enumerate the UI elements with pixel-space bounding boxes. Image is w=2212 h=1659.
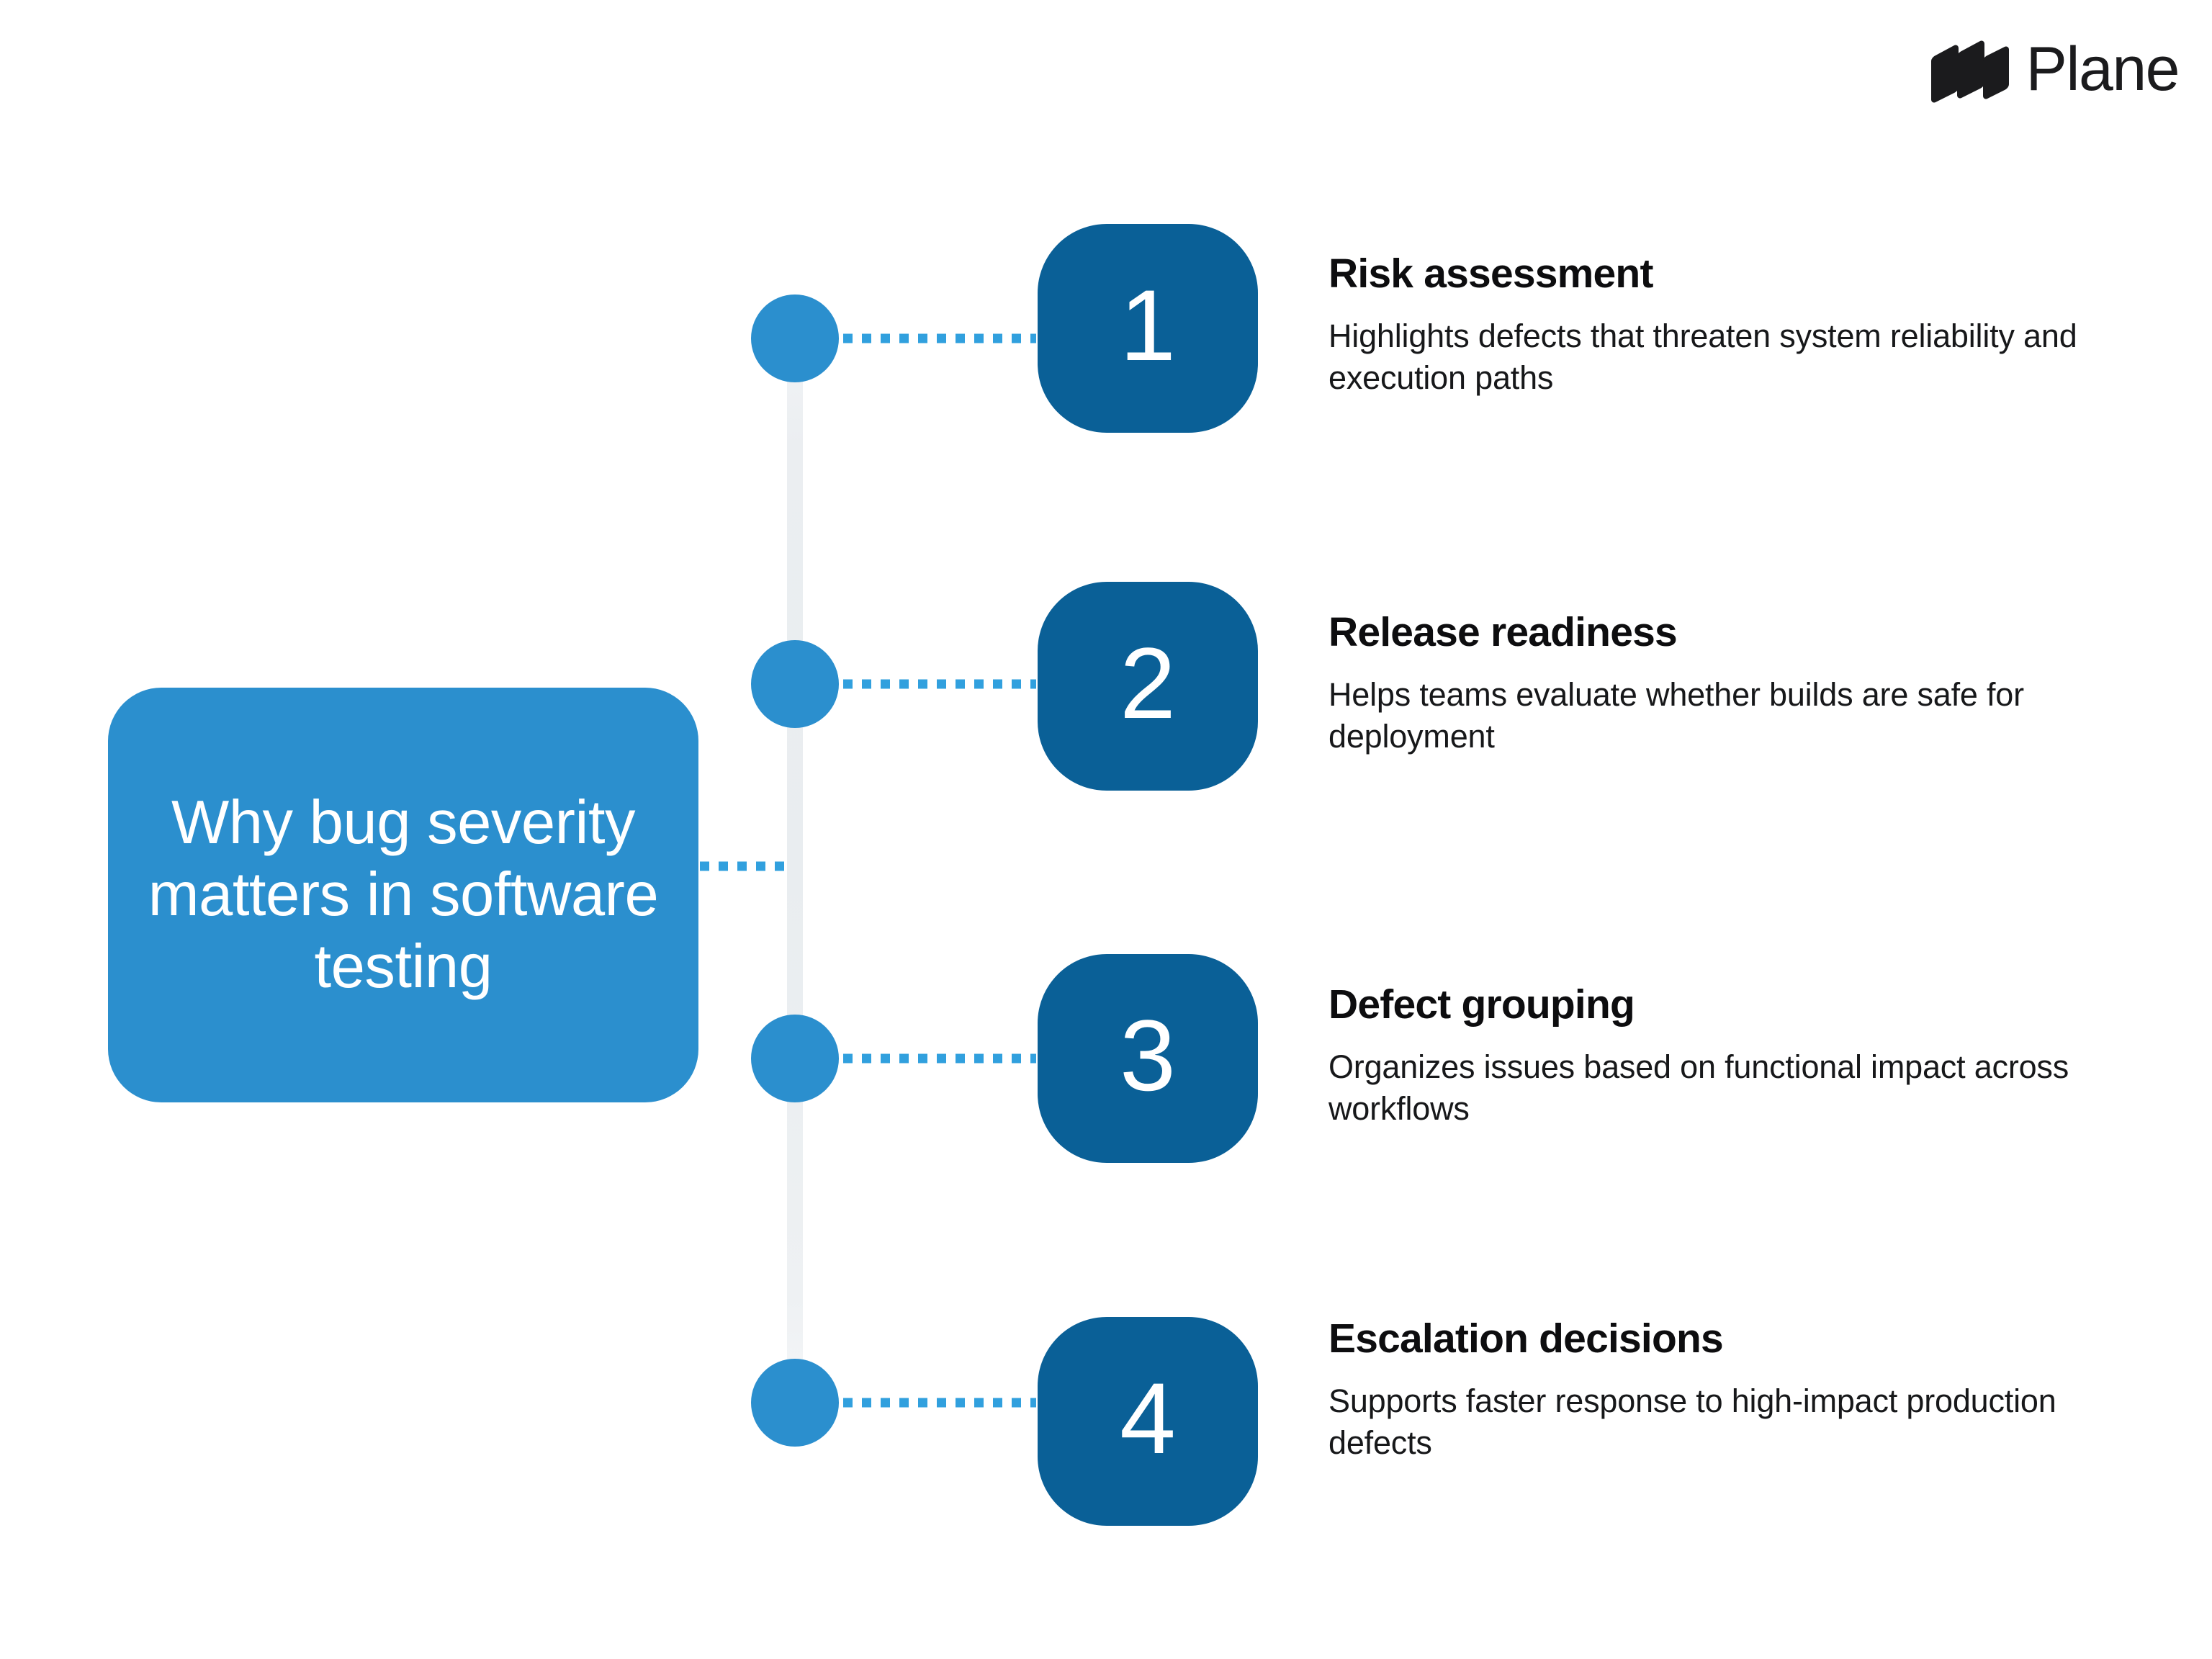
title-card-text: Why bug severity matters in software tes…	[148, 788, 659, 1002]
connector-node-3	[843, 1053, 1036, 1064]
timeline-item-4: Escalation decisions Supports faster res…	[1328, 1316, 2113, 1465]
timeline-node-1	[751, 295, 839, 382]
timeline-item-1: Risk assessment Highlights defects that …	[1328, 251, 2113, 400]
timeline-item-title-2: Release readiness	[1328, 609, 1678, 655]
timeline-item-description-1: Highlights defects that threaten system …	[1328, 317, 2077, 397]
number-badge-4: 4	[1038, 1317, 1258, 1526]
timeline-item-description-3: Organizes issues based on functional imp…	[1328, 1048, 2069, 1128]
timeline-item-3: Defect grouping Organizes issues based o…	[1328, 981, 2113, 1130]
timeline-item-title-1: Risk assessment	[1328, 251, 1653, 297]
timeline-node-2	[751, 640, 839, 728]
number-badge-label-1: 1	[1120, 269, 1176, 382]
timeline-item-description-2: Helps teams evaluate whether builds are …	[1328, 675, 2024, 755]
timeline-node-4	[751, 1359, 839, 1447]
timeline-node-3	[751, 1015, 839, 1102]
brand-logo: Plane	[1930, 32, 2180, 111]
connector-node-2	[843, 679, 1036, 689]
connector-node-1	[843, 333, 1036, 343]
connector-title-to-spine	[700, 861, 789, 871]
timeline-item-title-4: Escalation decisions	[1328, 1316, 1724, 1362]
timeline-spine	[787, 311, 803, 1431]
timeline-item-title-3: Defect grouping	[1328, 981, 1635, 1028]
number-badge-2: 2	[1038, 582, 1258, 791]
title-card: Why bug severity matters in software tes…	[108, 688, 698, 1102]
timeline-item-description-4: Supports faster response to high-impact …	[1328, 1382, 2056, 1462]
number-badge-label-2: 2	[1120, 626, 1176, 739]
number-badge-1: 1	[1038, 224, 1258, 433]
connector-node-4	[843, 1398, 1036, 1408]
plane-logo-icon	[1930, 40, 2010, 103]
number-badge-label-3: 3	[1120, 999, 1176, 1112]
number-badge-label-4: 4	[1120, 1362, 1176, 1475]
brand-name: Plane	[2026, 35, 2180, 104]
number-badge-3: 3	[1038, 954, 1258, 1163]
timeline-item-2: Release readiness Helps teams evaluate w…	[1328, 609, 2113, 758]
